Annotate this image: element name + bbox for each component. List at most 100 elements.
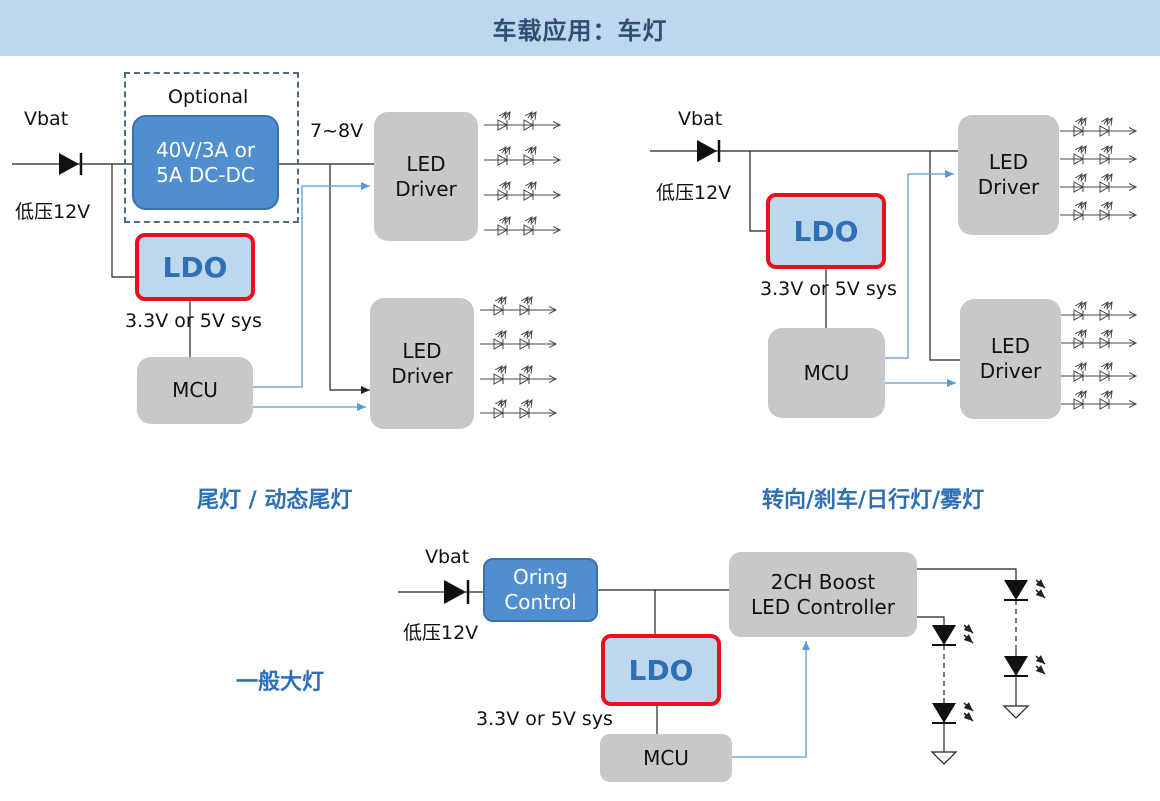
turn-driver2-supply-wire [929, 151, 960, 361]
tail-led-group-1-row-4-led-1-ray-2 [506, 217, 510, 223]
turn-led-group-1-row-2-led-1-ray-2 [1082, 146, 1086, 152]
turn-led-group-2-row-1-led-1-body [1073, 309, 1085, 321]
turn-led-group-2-row-2-led-1-ray-2 [1082, 330, 1086, 336]
turn-led-group-1-row-2-led-2-body [1099, 153, 1111, 165]
tail-led-group-1-row-1-led-1-body [497, 119, 509, 131]
head-string-2-ground [1002, 705, 1030, 719]
turn-led-group-1-row-1-led-2-ray-1 [1104, 118, 1108, 124]
page-header: 车载应用：车灯 [0, 0, 1160, 56]
tail-driver2-supply-wire [329, 164, 370, 394]
tail-ldo-feed-wire [111, 164, 135, 278]
turn-sys-label: 3.3V or 5V sys [760, 278, 897, 300]
tail-led-group-2-row-2-led-2-ray-2 [528, 331, 532, 337]
tail-section-title: 尾灯 / 动态尾灯 [197, 488, 353, 513]
tail-led-group-1-row-2-led-1-body [497, 154, 509, 166]
tail-led-group-2-row-1-led-1-body [493, 304, 505, 316]
tail-led-group-2-row-4-led-2-body [519, 407, 531, 419]
head-ldo-box: LDO [601, 634, 721, 706]
head-mcu-box: MCU [600, 734, 732, 782]
head-string-2-led-2-ray-1 [1035, 655, 1046, 665]
tail-led-group-2-row-3-led-2-ray-1 [524, 366, 528, 372]
tail-led-group-1-row-2-led-2-ray-2 [532, 147, 536, 153]
tail-led-group-1-row-3-led-1-ray-2 [506, 182, 510, 188]
head-string-1-led-2-body [932, 703, 956, 723]
tail-driver-1-line-1: LED [406, 151, 446, 176]
turn-ldo-feed-wire [749, 151, 766, 232]
turn-led-group-1-row-4-led-1-ray-2 [1082, 202, 1086, 208]
turn-led-group-2-row-3-led-2-ray-2 [1108, 363, 1112, 369]
tail-voltage-label: 7~8V [310, 120, 364, 142]
turn-led-group-1-row-4-led-2-ray-1 [1104, 202, 1108, 208]
turn-led-group-1-row-3-led-1-body [1073, 181, 1085, 193]
tail-led-group-2-row-3-led-2-ray-2 [528, 366, 532, 372]
tail-led-group-1-row-2-led-1-ray-2 [506, 147, 510, 153]
head-sys-label: 3.3V or 5V sys [476, 708, 613, 730]
turn-led-group-1-row-1-led-1-body [1073, 125, 1085, 137]
turn-low-voltage-label: 低压12V [656, 182, 732, 204]
tail-driver-1-line-2: Driver [395, 176, 457, 201]
tail-led-group-1-row-2-led-2-ray-1 [528, 147, 532, 153]
turn-led-group-2-row-4-led-1-ray-1 [1078, 391, 1082, 397]
turn-led-group-1-row-4-led-2-body [1099, 209, 1111, 221]
turn-input-diode-triangle [697, 140, 717, 162]
head-string-1-led-1-body [932, 625, 956, 645]
turn-led-group-2-row-2-led-1-body [1073, 337, 1085, 349]
turn-led-group-1-row-2-led-1-body [1073, 153, 1085, 165]
head-string-2-led-1-ray-1 [1035, 579, 1046, 589]
turn-led-group-1-row-3-led-1-ray-2 [1082, 174, 1086, 180]
turn-led-group-2-row-3-led-1-ray-1 [1078, 363, 1082, 369]
turn-led-group-2-row-4-led-1-body [1073, 398, 1085, 410]
head-input-diode-triangle [444, 580, 466, 604]
tail-led-group-2-row-1-led-2-ray-2 [528, 297, 532, 303]
tail-led-group-2-row-4-led-1-ray-1 [498, 400, 502, 406]
turn-led-group-2-row-4-led-2-body [1099, 398, 1111, 410]
tail-led-group-2-row-3-led-1-ray-2 [502, 366, 506, 372]
tail-led-group-2-row-2-led-1-ray-2 [502, 331, 506, 337]
turn-led-group-2-row-2-led-2-ray-1 [1104, 330, 1108, 336]
head-string-1-ground [930, 751, 958, 765]
tail-led-group-1-row-4-led-2-ray-2 [532, 217, 536, 223]
turn-section-title: 转向/刹车/日行灯/雾灯 [762, 488, 985, 513]
head-string-1-led-1-ray-1 [963, 624, 974, 634]
controller-line-1: 2CH Boost [770, 569, 876, 594]
tail-led-group-1-row-1-led-2-body [523, 119, 535, 131]
turn-led-group-1-row-1-led-2-ray-2 [1108, 118, 1112, 124]
tail-driver-2-line-2: Driver [391, 363, 453, 388]
tail-led-group-2-row-3-led-1-body [493, 373, 505, 385]
head-string-2-led-2-ray-2 [1035, 665, 1046, 675]
turn-driver-1-line-2: Driver [977, 175, 1040, 199]
turn-led-group-1-row-2-led-2-ray-2 [1108, 146, 1112, 152]
turn-led-group-2-row-4-led-2-ray-1 [1104, 391, 1108, 397]
tail-led-group-2-row-3-led-1-ray-1 [498, 366, 502, 372]
turn-led-group-2-row-3-led-2-ray-1 [1104, 363, 1108, 369]
tail-sys-label: 3.3V or 5V sys [125, 310, 262, 332]
head-low-voltage-label: 低压12V [403, 622, 479, 644]
head-string-1-led-2-ray-2 [963, 712, 974, 722]
turn-led-group-1-row-3-led-1-ray-1 [1078, 174, 1082, 180]
tail-led-group-1-row-2-led-2-body [523, 154, 535, 166]
turn-driver-2-line-1: LED [990, 334, 1031, 358]
tail-led-group-2-row-3-led-2-body [519, 373, 531, 385]
turn-led-group-2-row-3-led-2-body [1099, 370, 1111, 382]
tail-led-group-1-row-1-led-1-ray-2 [506, 112, 510, 118]
tail-led-group-1-row-3-led-1-body [497, 189, 509, 201]
oring-line-1: Oring [513, 565, 568, 589]
turn-led-group-2-row-1-led-2-body [1099, 309, 1111, 321]
turn-ldo-box: LDO [766, 193, 886, 269]
tail-signal-1 [253, 182, 370, 388]
turn-signal-1 [885, 170, 954, 359]
tail-led-group-1-row-3-led-1-ray-1 [502, 182, 506, 188]
tail-led-group-2-row-2-led-1-body [493, 338, 505, 350]
turn-vbat-label: Vbat [678, 108, 723, 130]
tail-led-group-2-row-4-led-2-ray-2 [528, 400, 532, 406]
turn-driver-2-line-2: Driver [979, 359, 1042, 383]
oring-line-2: Control [504, 590, 577, 614]
tail-led-group-1-row-4-led-1-ray-1 [502, 217, 506, 223]
tail-led-group-1-row-1-led-1-ray-1 [502, 112, 506, 118]
turn-driver-1-line-1: LED [988, 150, 1029, 174]
